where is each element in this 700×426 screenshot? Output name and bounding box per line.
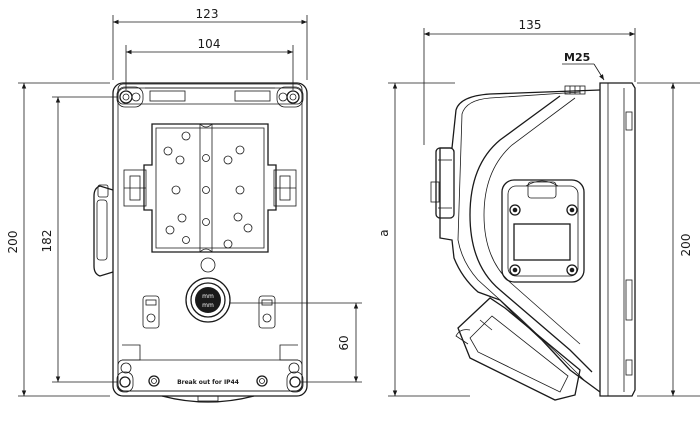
- center-cap-label-2: mm: [202, 302, 214, 309]
- dim-front-total-height: 200: [6, 231, 20, 254]
- side-diagonal-wall: [469, 95, 593, 373]
- front-dimensions: 123 104 200 182 60: [6, 7, 362, 397]
- dim-side-depth: 135: [519, 18, 542, 32]
- side-socket: [501, 179, 585, 283]
- mounting-plate-holes: [163, 131, 253, 249]
- slot-hole-right: [258, 295, 276, 329]
- breakout-note: Break out for IP44: [177, 379, 239, 386]
- front-top-rim: [117, 83, 303, 105]
- front-side-latch: [93, 185, 114, 277]
- dim-front-mount-width: 104: [198, 37, 221, 51]
- mounting-plate: [143, 123, 277, 253]
- front-view: mm mm: [93, 82, 308, 403]
- side-cover-plate: [599, 82, 636, 397]
- side-rear-gland: [430, 147, 455, 219]
- front-mount-hole-bottom-left: [116, 362, 160, 393]
- din-clip-left: [123, 169, 147, 207]
- side-housing-back: [439, 89, 601, 393]
- side-socket-lid: [455, 297, 581, 401]
- bottom-cable-entry: [161, 395, 255, 403]
- side-view: [430, 82, 636, 401]
- front-mount-hole-top-right: [276, 86, 304, 108]
- front-mount-hole-bottom-right: [256, 362, 304, 393]
- front-housing-inner: [117, 87, 303, 392]
- dim-front-bottom-offset: 60: [337, 335, 351, 350]
- front-housing-outline: [112, 82, 308, 397]
- dim-front-mount-height: 182: [40, 230, 54, 253]
- slot-hole-left: [142, 295, 160, 329]
- dim-side-height: 200: [679, 234, 693, 257]
- center-small-hole: [200, 257, 216, 273]
- center-cap-label: mm: [202, 293, 214, 300]
- side-dimensions: 135 M25 a 200: [377, 18, 700, 397]
- center-cap: mm mm: [185, 277, 231, 323]
- dim-side-thread: M25: [564, 51, 590, 64]
- dim-side-variable: a: [377, 229, 391, 236]
- dim-front-total-width: 123: [196, 7, 219, 21]
- din-clip-right: [273, 169, 297, 207]
